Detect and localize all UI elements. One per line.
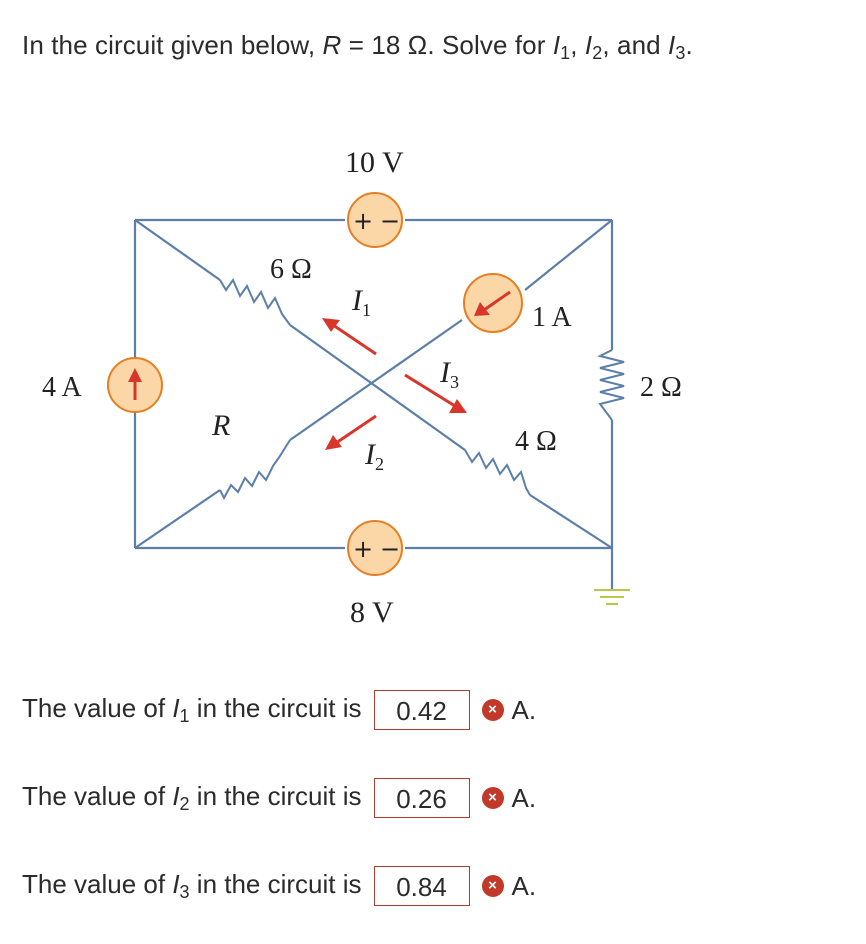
i3-symbol: I [668,30,676,60]
answer-symbol: I [172,781,180,811]
label-i2: I2 [364,438,384,474]
circuit-wires [133,218,614,590]
source-10v: + − [347,192,403,248]
plus-sign: + [353,207,373,235]
label-4-ohm: 4 Ω [515,426,557,457]
unit-label: A. [511,782,537,813]
minus-sign: − [380,535,400,563]
label-1a: 1 A [532,302,572,333]
i1-sub: 1 [560,43,571,63]
answer-row-i3: The value of I3 in the circuit is 0.84 ×… [22,866,536,906]
label-8v: 8 V [350,596,394,629]
resistor-r [219,439,291,501]
question-suffix: . [685,30,693,60]
answer-label: The value of I3 in the circuit is [22,869,362,903]
wrong-icon: × [481,699,504,721]
ground-icon [594,589,630,605]
arrow-i1 [322,318,377,356]
arrow-i2 [325,414,377,450]
wrong-icon: × [481,787,504,809]
answer-prefix: The value of [22,781,173,811]
answer-input-i2[interactable]: 0.26 [373,778,470,818]
answer-row-i2: The value of I2 in the circuit is 0.26 ×… [22,778,536,818]
sep1: , [570,30,585,60]
i2-sub: 2 [592,43,603,63]
answer-row-i1: The value of I1 in the circuit is 0.42 ×… [22,690,536,730]
plus-sign: + [353,535,373,563]
circuit-diagram: + − + − 10 V 8 V 4 A 1 A 6 Ω 4 Ω [42,146,682,629]
answer-suffix: in the circuit is [189,693,362,723]
answer-symbol: I [172,869,180,899]
label-4a: 4 A [42,372,82,403]
answer-label: The value of I1 in the circuit is [22,693,362,727]
r-symbol: R [322,30,342,60]
answer-prefix: The value of [22,869,173,899]
sep2: , and [602,30,669,60]
wrong-icon: × [481,875,504,897]
resistor-2-ohm [597,349,625,421]
question-prefix: In the circuit given below, [22,30,323,60]
current-source-4a [107,357,163,413]
answer-suffix: in the circuit is [189,781,362,811]
answer-symbol: I [172,693,180,723]
resistor-4-ohm [464,449,531,496]
arrow-i3 [404,373,467,413]
answer-sub: 3 [179,882,190,902]
label-i1: I1 [351,284,371,320]
label-2-ohm: 2 Ω [640,372,682,403]
i2-symbol: I [584,30,593,60]
source-8v: + − [347,520,403,576]
answer-prefix: The value of [22,693,173,723]
current-source-1a [463,273,523,333]
label-i3: I3 [439,356,459,392]
answer-sub: 1 [179,706,190,726]
answer-input-i3[interactable]: 0.84 [373,866,470,906]
answer-input-i1[interactable]: 0.42 [373,690,470,730]
question-equals: = 18 Ω. Solve for [341,30,553,60]
answer-label: The value of I2 in the circuit is [22,781,362,815]
label-6-ohm: 6 Ω [270,254,312,285]
question-text: In the circuit given below, R = 18 Ω. So… [22,30,693,64]
i1-symbol: I [552,30,561,60]
unit-label: A. [511,694,537,725]
unit-label: A. [511,870,537,901]
i3-sub: 3 [675,43,686,63]
resistor-6-ohm [219,277,291,326]
label-r: R [211,409,230,442]
label-10v: 10 V [345,146,404,179]
answer-sub: 2 [179,794,190,814]
answer-suffix: in the circuit is [189,869,362,899]
minus-sign: − [380,207,400,235]
resistors [219,277,625,501]
